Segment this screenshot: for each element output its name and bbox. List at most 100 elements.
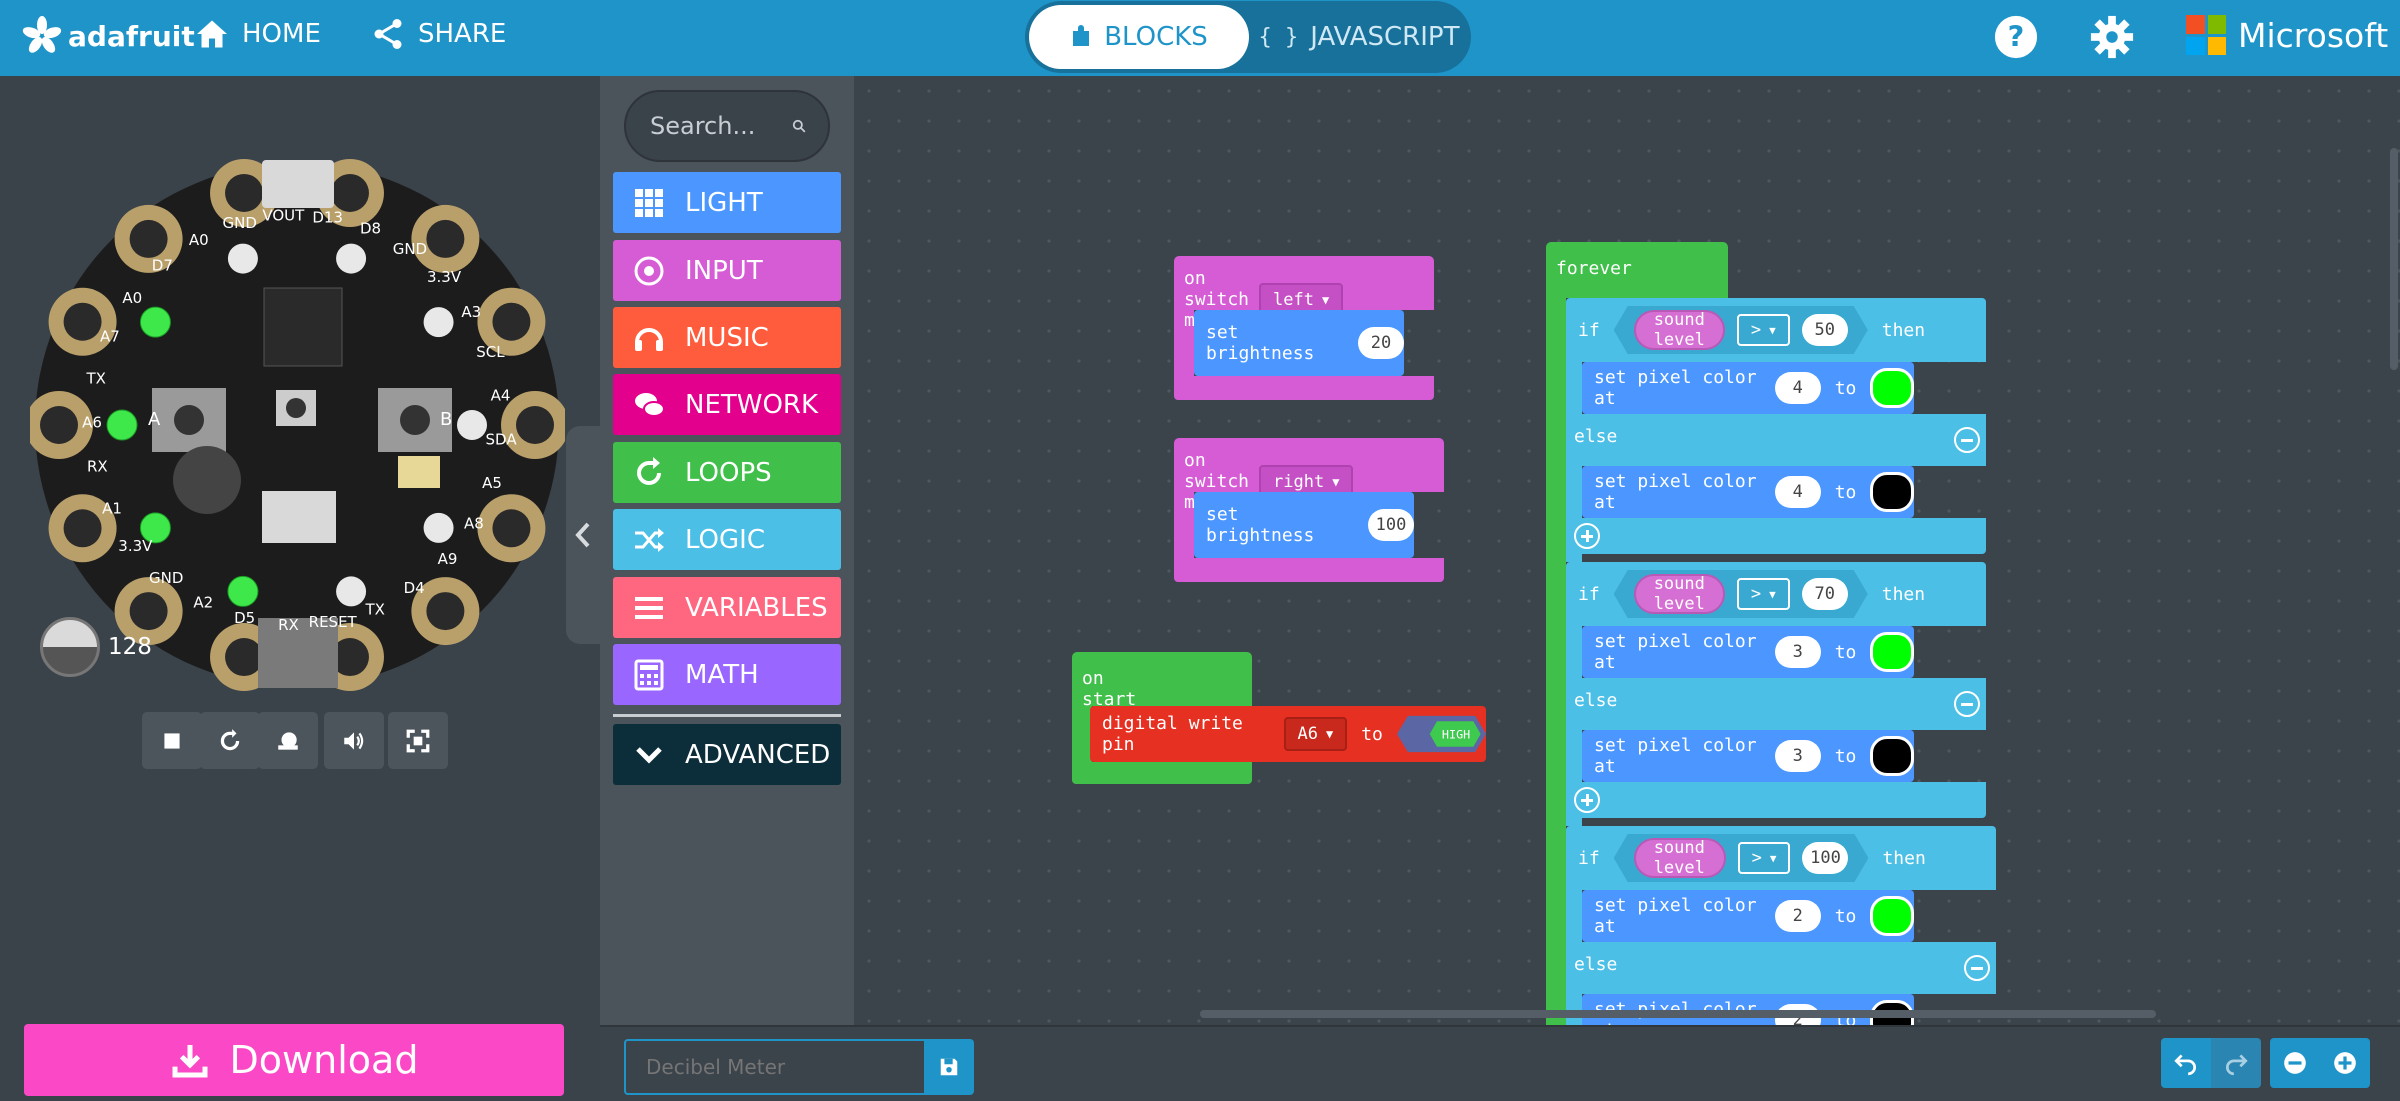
undo-button[interactable]	[2161, 1038, 2211, 1088]
brightness-value[interactable]: 20	[1358, 327, 1404, 359]
brightness-value[interactable]: 100	[1368, 509, 1414, 541]
operator-dropdown[interactable]: >▼	[1738, 842, 1791, 874]
vertical-scrollbar[interactable]	[2390, 148, 2398, 370]
operator-dropdown[interactable]: >▼	[1737, 578, 1790, 610]
microsoft-grid-icon	[2186, 15, 2226, 55]
sound-level-block[interactable]: sound level	[1634, 838, 1726, 878]
pixel-index[interactable]: 4	[1774, 476, 1821, 508]
add-else-button[interactable]	[1574, 523, 1600, 549]
threshold-value[interactable]: 70	[1802, 578, 1848, 610]
remove-else-button[interactable]	[1964, 955, 1990, 981]
download-icon	[172, 1045, 208, 1078]
remove-else-button[interactable]	[1954, 691, 1980, 717]
pin-dropdown[interactable]: A6▼	[1283, 717, 1348, 751]
comparison-block[interactable]: sound level >▼ 70	[1614, 570, 1868, 618]
circuit-playground-board[interactable]: D13D8GND3.3VA3SCLA4SDAA5A8A9D4TXRESETRXD…	[30, 158, 565, 693]
remove-else-button[interactable]	[1954, 427, 1980, 453]
if-label: if	[1578, 847, 1600, 869]
javascript-tab[interactable]: { } JAVASCRIPT	[1251, 5, 1467, 69]
zoom-in-button[interactable]	[2320, 1038, 2370, 1088]
category-music[interactable]: MUSIC	[613, 307, 841, 368]
pixel-index[interactable]: 3	[1774, 636, 1821, 668]
category-math[interactable]: MATH	[613, 644, 841, 705]
temperature-readout[interactable]: 128	[40, 617, 152, 677]
digital-write-block[interactable]: digital write pin A6▼ to HIGH	[1090, 706, 1486, 762]
color-swatch[interactable]	[1870, 896, 1914, 936]
share-button[interactable]: SHARE	[370, 16, 506, 52]
threshold-value[interactable]: 50	[1802, 314, 1848, 346]
pixel-index[interactable]: 2	[1774, 900, 1821, 932]
microsoft-logo[interactable]: Microsoft	[2186, 15, 2388, 55]
pin-label: 3.3V	[427, 268, 462, 286]
color-swatch[interactable]	[1870, 368, 1914, 408]
comparison-block[interactable]: sound level >▼ 50	[1614, 306, 1868, 354]
set-brightness-block[interactable]: set brightness 20	[1194, 310, 1404, 376]
restart-button[interactable]	[200, 712, 260, 769]
category-input[interactable]: INPUT	[613, 240, 841, 301]
blocks-workspace[interactable]: on switch moved left▼ set brightness 20 …	[854, 76, 2400, 1025]
slide-switch[interactable]	[262, 491, 336, 543]
sound-level-block[interactable]: sound level	[1634, 574, 1725, 614]
list-icon	[635, 596, 663, 619]
pixel-index[interactable]: 3	[1774, 740, 1821, 772]
sound-level-block[interactable]: sound level	[1634, 310, 1725, 350]
else-label: else	[1574, 426, 1618, 447]
add-else-button[interactable]	[1574, 787, 1600, 813]
project-name-input[interactable]	[624, 1039, 924, 1095]
collapse-simulator-button[interactable]	[566, 426, 600, 644]
category-label: MUSIC	[685, 322, 769, 353]
high-value-block[interactable]: HIGH	[1396, 714, 1486, 754]
color-swatch[interactable]	[1870, 472, 1914, 512]
category-logic[interactable]: LOGIC	[613, 509, 841, 570]
mute-button[interactable]	[324, 712, 384, 769]
comparison-block[interactable]: sound level >▼ 100	[1614, 834, 1869, 882]
set-brightness-block[interactable]: set brightness 100	[1194, 492, 1414, 558]
category-loops[interactable]: LOOPS	[613, 442, 841, 503]
help-icon[interactable]: ?	[1993, 14, 2039, 60]
zoom-out-button[interactable]	[2270, 1038, 2320, 1088]
home-icon	[197, 20, 227, 48]
blocks-tab[interactable]: BLOCKS	[1029, 5, 1249, 69]
button-a-label: A	[148, 409, 161, 430]
temperature-slider[interactable]	[40, 617, 100, 677]
puzzle-icon	[1073, 25, 1090, 46]
fullscreen-button[interactable]	[388, 712, 448, 769]
adafruit-logo[interactable]: adafruit	[22, 16, 195, 56]
microsoft-label: Microsoft	[2238, 15, 2389, 55]
slowmo-button[interactable]	[258, 712, 318, 769]
save-button[interactable]	[924, 1039, 974, 1095]
home-button[interactable]: HOME	[194, 16, 321, 52]
adafruit-flower-icon	[22, 16, 62, 53]
category-advanced[interactable]: ADVANCED	[613, 724, 841, 785]
to-label: to	[1834, 905, 1857, 927]
category-variables[interactable]: VARIABLES	[613, 577, 841, 638]
redo-button[interactable]	[2211, 1038, 2261, 1088]
search-icon[interactable]	[792, 114, 806, 138]
color-swatch[interactable]	[1870, 736, 1914, 776]
neopixel-led	[423, 307, 454, 338]
operator-dropdown[interactable]: >▼	[1737, 314, 1790, 346]
color-swatch[interactable]	[1870, 632, 1914, 672]
chevron-left-icon	[575, 522, 590, 548]
toolbox-search-input[interactable]	[648, 111, 792, 141]
pin-hole	[225, 638, 264, 677]
download-button[interactable]: Download	[24, 1024, 564, 1096]
category-network[interactable]: NETWORK	[613, 374, 841, 435]
stmt-label: set pixel color at	[1594, 367, 1757, 409]
horizontal-scrollbar[interactable]	[1200, 1010, 2156, 1018]
toolbox-search[interactable]	[624, 90, 830, 162]
stop-button[interactable]	[142, 712, 202, 769]
pin-label: RX	[278, 616, 299, 634]
category-light[interactable]: LIGHT	[613, 172, 841, 233]
category-label: INPUT	[685, 255, 763, 286]
pixel-index[interactable]: 4	[1774, 372, 1821, 404]
button-b-label: B	[440, 409, 452, 430]
calculator-icon	[634, 659, 664, 690]
gear-icon[interactable]	[2089, 14, 2135, 60]
threshold-value[interactable]: 100	[1802, 842, 1848, 874]
